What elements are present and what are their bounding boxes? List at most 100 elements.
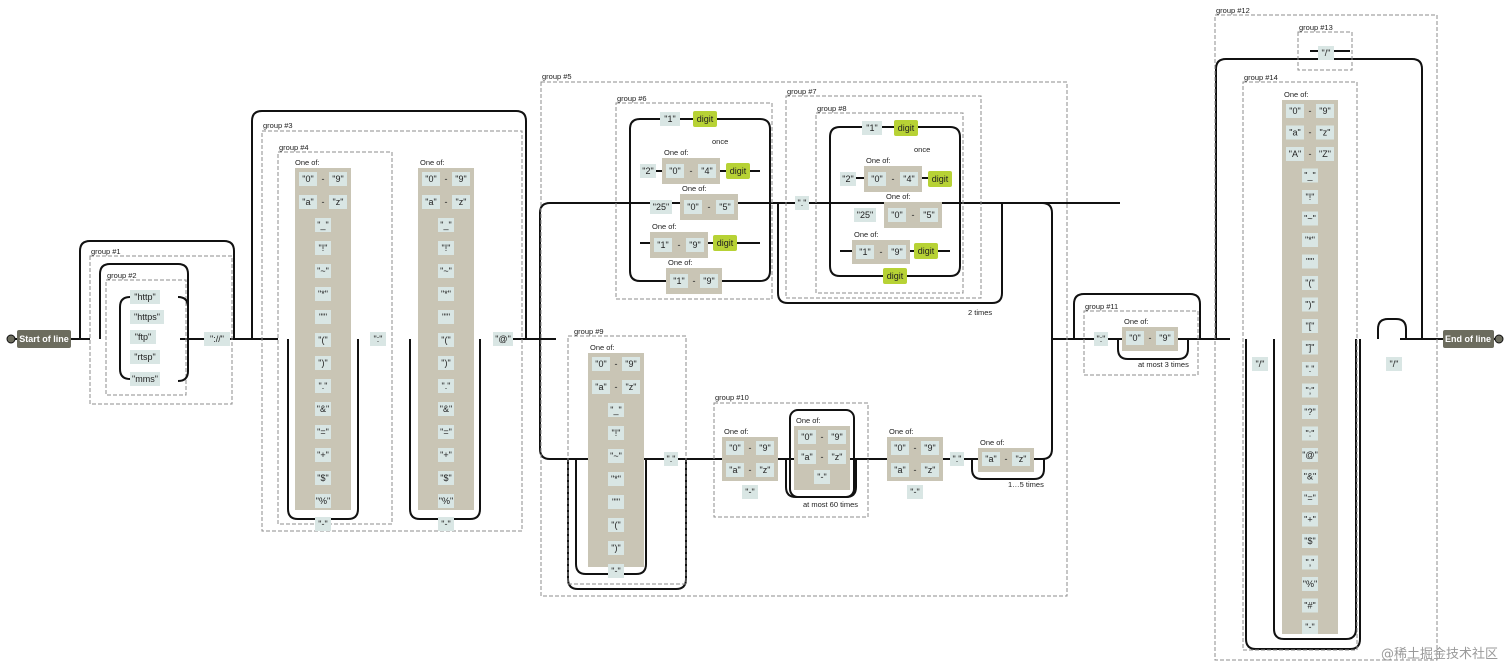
ip-literal-2a-text: "2" xyxy=(642,166,653,176)
set-label-range-dash: - xyxy=(615,359,618,369)
set-g10b-range-dash: - xyxy=(821,432,824,442)
label-one-of: One of: xyxy=(590,343,615,352)
scheme-separator xyxy=(204,332,230,346)
path-slash-b xyxy=(1252,357,1268,371)
userinfo-set-items: "0"-"9""a"-"z""_""!""~""*""'""("")"".""&… xyxy=(299,172,347,531)
set-sub-range-dash: - xyxy=(914,465,917,475)
protocol-mms-text: "mms" xyxy=(132,374,158,384)
tld-one-of: One of: xyxy=(980,438,1005,447)
r04a-to: "4" xyxy=(701,166,712,176)
r19a-from: "1" xyxy=(657,240,668,250)
set-path-char: "," xyxy=(1306,558,1315,568)
set-g10b-range-to: "z" xyxy=(832,452,843,462)
ip-literal-2b-text: "2" xyxy=(842,174,853,184)
set-label-char: "-" xyxy=(611,566,620,576)
ip-literal-2a xyxy=(640,164,656,178)
set-g10b-range-to: "9" xyxy=(831,432,842,442)
set-path-char: "~" xyxy=(1304,214,1316,224)
set-password-char: "~" xyxy=(440,266,452,276)
path-slash-a xyxy=(1318,46,1334,60)
set-password-range-dash: - xyxy=(445,197,448,207)
protocol-https xyxy=(130,310,164,324)
at-most-3-label: at most 3 times xyxy=(1138,360,1189,369)
set-password-char: "-" xyxy=(441,519,450,529)
set-path-char: "?" xyxy=(1304,407,1315,417)
r04b-to: "4" xyxy=(903,174,914,184)
set-password-char: "_" xyxy=(440,220,451,230)
set-port-range-from: "0" xyxy=(1129,333,1140,343)
digit-g-text: digit xyxy=(887,271,904,281)
at-most-60-label: at most 60 times xyxy=(803,500,858,509)
group-11: group #11 ":" One of: "0"-"9" at most 3 … xyxy=(1083,302,1199,376)
label-dot-text: "." xyxy=(667,454,676,464)
one-of-c: One of: xyxy=(652,222,677,231)
g10-set-b-items: "0"-"9""a"-"z""-" xyxy=(798,430,846,484)
g10-one-of-a: One of: xyxy=(724,427,749,436)
set-userinfo-char: ")" xyxy=(318,358,327,368)
r04a-dash: - xyxy=(690,166,693,176)
digit-e-text: digit xyxy=(932,174,949,184)
set-label-char: "_" xyxy=(610,405,621,415)
set-userinfo-char: "&" xyxy=(317,404,329,414)
port-one-of: One of: xyxy=(1124,317,1149,326)
password-one-of: One of: xyxy=(420,158,445,167)
set-userinfo-char: "*" xyxy=(318,289,328,299)
at-sign xyxy=(493,332,513,346)
set-path-range-to: "Z" xyxy=(1319,149,1331,159)
set-password-char: "%" xyxy=(439,496,453,506)
group-7-label: group #7 xyxy=(787,87,817,96)
r19a-to: "9" xyxy=(689,240,700,250)
password-set-items: "0"-"9""a"-"z""_""!""~""*""'""("")"".""&… xyxy=(422,172,470,531)
set-label-range-dash: - xyxy=(615,382,618,392)
set-path-char: "!" xyxy=(1306,192,1315,202)
ip-literal-2b xyxy=(840,172,856,186)
set-password-range-from: "0" xyxy=(425,174,436,184)
set-path-range-dash: - xyxy=(1309,128,1312,138)
r05a-from: "0" xyxy=(687,202,698,212)
protocol-https-text: "https" xyxy=(134,312,160,322)
ip-literal-1b xyxy=(862,121,882,135)
set-path-char: "[" xyxy=(1306,321,1315,331)
set-password-range-to: "9" xyxy=(455,174,466,184)
set-sub-range-dash: - xyxy=(914,443,917,453)
port-colon xyxy=(1094,332,1108,346)
group-13-label: group #13 xyxy=(1299,23,1333,32)
set-g10a-range-dash: - xyxy=(749,465,752,475)
group-4-label: group #4 xyxy=(279,143,309,152)
two-times-label: 2 times xyxy=(968,308,992,317)
digit-b-text: digit xyxy=(730,166,747,176)
start-anchor-label: Start of line xyxy=(19,334,69,344)
end-anchor-label: End of line xyxy=(1445,334,1491,344)
set-path-char: "@" xyxy=(1302,450,1318,460)
sub-set-items: "0"-"9""a"-"z""-" xyxy=(891,441,939,499)
set-userinfo-char: "=" xyxy=(317,427,329,437)
octet-dot xyxy=(795,196,809,210)
scheme-separator-text: "://" xyxy=(210,334,224,344)
once-label-b: once xyxy=(914,145,930,154)
r19b-from: "1" xyxy=(673,276,684,286)
path-one-of: One of: xyxy=(1284,90,1309,99)
digit-a xyxy=(693,111,717,127)
digit-a-text: digit xyxy=(697,114,714,124)
group-9-label: group #9 xyxy=(574,327,604,336)
group-1: group #1 group #2 "http" "https" "ftp" "… xyxy=(89,247,233,405)
set-userinfo-range-to: "9" xyxy=(332,174,343,184)
protocol-http-text: "http" xyxy=(134,292,155,302)
set-label-char: "!" xyxy=(612,428,621,438)
set-userinfo-char: "(" xyxy=(318,335,327,345)
set-userinfo-range-dash: - xyxy=(322,174,325,184)
set-userinfo-char: "_" xyxy=(317,220,328,230)
protocol-rtsp-text: "rtsp" xyxy=(134,352,155,362)
set-path-char: "." xyxy=(1306,364,1315,374)
set-userinfo-char: "'" xyxy=(319,312,327,322)
set-userinfo-char: "!" xyxy=(319,243,328,253)
set-userinfo-char: "-" xyxy=(318,519,327,529)
set-path-range-from: "0" xyxy=(1289,106,1300,116)
set-path-range-from: "a" xyxy=(1289,128,1300,138)
group-1-label: group #1 xyxy=(91,247,121,256)
set-path-char: "_" xyxy=(1304,171,1315,181)
r05b-from: "0" xyxy=(891,210,902,220)
userinfo-colon-text: ":" xyxy=(374,334,383,344)
set-path-range-dash: - xyxy=(1309,149,1312,159)
one-of-f: One of: xyxy=(886,192,911,201)
